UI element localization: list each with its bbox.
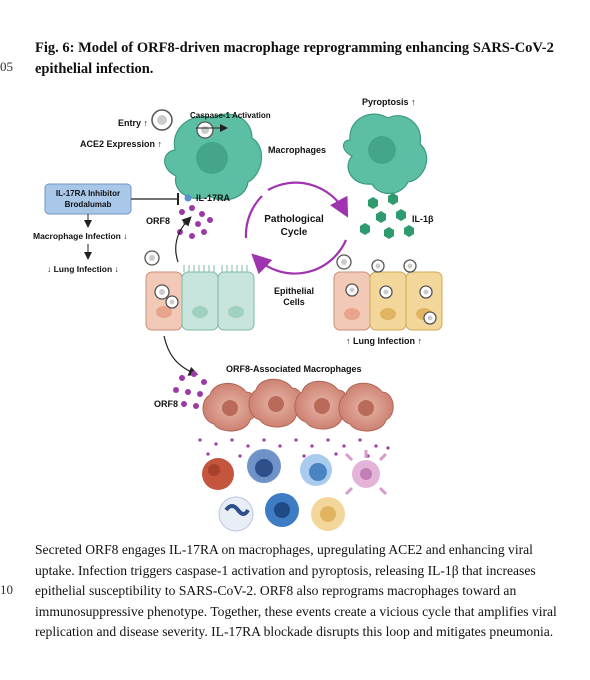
il17ra-receptor-icon (184, 194, 192, 202)
caspase-label: Caspase-1 Activation (190, 111, 271, 120)
lung-infection-up-label: ↑ Lung Infection ↑ (346, 336, 422, 346)
inhibitor-label-line2: Brodalumab (65, 200, 112, 209)
immune-cell-population (202, 449, 388, 532)
orf8-label-top: ORF8 (146, 216, 170, 226)
figure-caption-body: Secreted ORF8 engages IL-17RA on macroph… (35, 540, 565, 643)
virus-icon (403, 259, 417, 273)
epithelium-left (145, 265, 255, 331)
epithelial-label-line1: Epithelial (274, 286, 314, 296)
virus-icon (154, 284, 170, 300)
virus-icon (196, 121, 214, 139)
macrophages-label: Macrophages (268, 145, 326, 155)
line-number-10: 10 (0, 582, 13, 597)
figure-diagram: Entry ↑ Caspase-1 Activation ACE2 Expres… (33, 97, 443, 532)
macrophage-cell-left (164, 113, 263, 201)
ace2-label: ACE2 Expression ↑ (80, 139, 162, 149)
orf8-label-bottom: ORF8 (154, 399, 178, 409)
cycle-label-line2: Cycle (281, 227, 308, 238)
figure-title: Fig. 6: Model of ORF8-driven macrophage … (35, 38, 555, 80)
virus-icon (151, 109, 173, 131)
caption-line: Secreted ORF8 engages IL-17RA on macroph… (35, 542, 533, 557)
virus-icon (144, 250, 160, 266)
caption-line: uptake. Infection triggers caspase-1 act… (35, 562, 536, 578)
caption-line: epithelial susceptibility to SARS-CoV-2.… (35, 583, 517, 599)
line-number-05: 05 (0, 59, 13, 74)
caption-line: replication and disease severity. IL-17R… (35, 624, 554, 640)
orf8-up-arrow (175, 216, 192, 263)
pyroptotic-macrophage (342, 113, 428, 195)
epithelial-label-line2: Cells (283, 297, 305, 307)
figure-title-line1: Fig. 6: Model of ORF8-driven macrophage … (35, 40, 554, 56)
macrophage-infection-label: Macrophage Infection ↓ (33, 231, 127, 241)
orf8-particles-bottom (173, 371, 207, 409)
il1b-molecules (360, 193, 414, 239)
virus-icon (423, 311, 437, 325)
il1b-label: IL-1β (412, 214, 434, 224)
orf8-secretion-dots (198, 438, 390, 458)
orf8-associated-label: ORF8-Associated Macrophages (226, 364, 362, 374)
orf8-particles-top (177, 205, 213, 239)
virus-icon (165, 295, 179, 309)
inhibitor-box: IL-17RA Inhibitor Brodalumab (44, 183, 132, 215)
virus-icon (336, 254, 352, 270)
reprogrammed-macrophages (202, 378, 394, 432)
entry-label: Entry ↑ (118, 118, 148, 128)
virus-icon (419, 285, 433, 299)
figure-title-line2: epithelial infection. (35, 61, 154, 77)
cycle-label-line1: Pathological (264, 214, 324, 225)
pyroptosis-label: Pyroptosis ↑ (362, 97, 416, 107)
pathological-cycle: Pathological Cycle (244, 181, 349, 275)
il17ra-label: IL-17RA (196, 193, 231, 203)
caption-line: immunosuppressive phenotype. Together, t… (35, 603, 557, 619)
inhibitor-label-line1: IL-17RA Inhibitor (56, 189, 120, 198)
orf8-down-arrow (163, 335, 199, 376)
virus-icon (345, 283, 359, 297)
virus-icon (371, 259, 385, 273)
virus-icon (379, 285, 393, 299)
lung-infection-down-label: ↓ Lung Infection ↓ (47, 264, 119, 274)
